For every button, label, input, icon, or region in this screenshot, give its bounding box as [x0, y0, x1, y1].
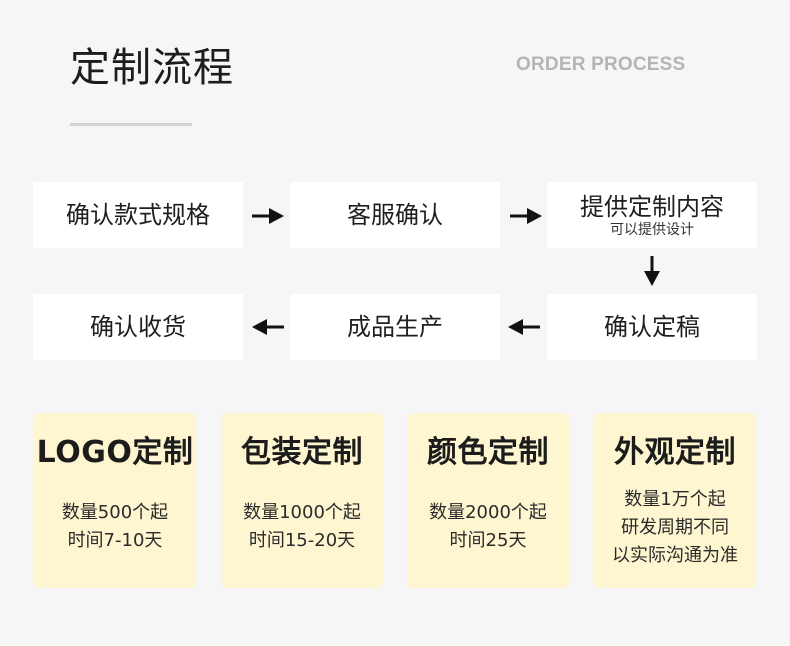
step-provide-content: 提供定制内容 可以提供设计 [547, 182, 757, 248]
card-title: 颜色定制 [427, 435, 549, 470]
step-label: 确认定稿 [604, 313, 700, 341]
card-appearance-custom: 外观定制 数量1万个起 研发周期不同 以实际沟通为准 [594, 413, 756, 588]
step-label: 确认收货 [90, 313, 186, 341]
step-service-confirm: 客服确认 [290, 182, 500, 248]
card-logo-custom: LOGO定制 数量500个起 时间7-10天 [34, 413, 196, 588]
step-confirm-receipt: 确认收货 [33, 294, 243, 360]
arrow-left-icon [252, 319, 284, 335]
card-package-custom: 包装定制 数量1000个起 时间15-20天 [221, 413, 383, 588]
card-title: 外观定制 [614, 435, 736, 470]
card-line: 数量500个起 [61, 502, 169, 523]
card-color-custom: 颜色定制 数量2000个起 时间25天 [407, 413, 569, 588]
card-line: 时间25天 [449, 530, 527, 551]
step-production: 成品生产 [290, 294, 500, 360]
card-line: 数量1000个起 [243, 502, 361, 523]
card-line: 时间15-20天 [248, 530, 356, 551]
card-title: LOGO定制 [36, 435, 194, 470]
page-title: 定制流程 [70, 45, 234, 91]
page-title-english: ORDER PROCESS [516, 54, 686, 75]
card-title: 包装定制 [241, 435, 363, 470]
arrow-left-icon [508, 319, 540, 335]
card-line: 数量2000个起 [429, 502, 547, 523]
step-label: 客服确认 [347, 201, 443, 229]
step-label: 提供定制内容 [580, 193, 724, 221]
step-confirm-final: 确认定稿 [547, 294, 757, 360]
card-line: 以实际沟通为准 [612, 545, 738, 566]
step-confirm-style-spec: 确认款式规格 [33, 182, 243, 248]
card-line: 研发周期不同 [621, 517, 729, 538]
step-sublabel: 可以提供设计 [610, 222, 694, 238]
arrow-down-icon [644, 256, 660, 286]
arrow-right-icon [252, 208, 284, 224]
arrow-right-icon [510, 208, 542, 224]
title-divider [70, 123, 192, 126]
step-label: 确认款式规格 [66, 201, 210, 229]
step-label: 成品生产 [347, 313, 443, 341]
card-line: 时间7-10天 [67, 530, 163, 551]
card-line: 数量1万个起 [624, 489, 726, 510]
